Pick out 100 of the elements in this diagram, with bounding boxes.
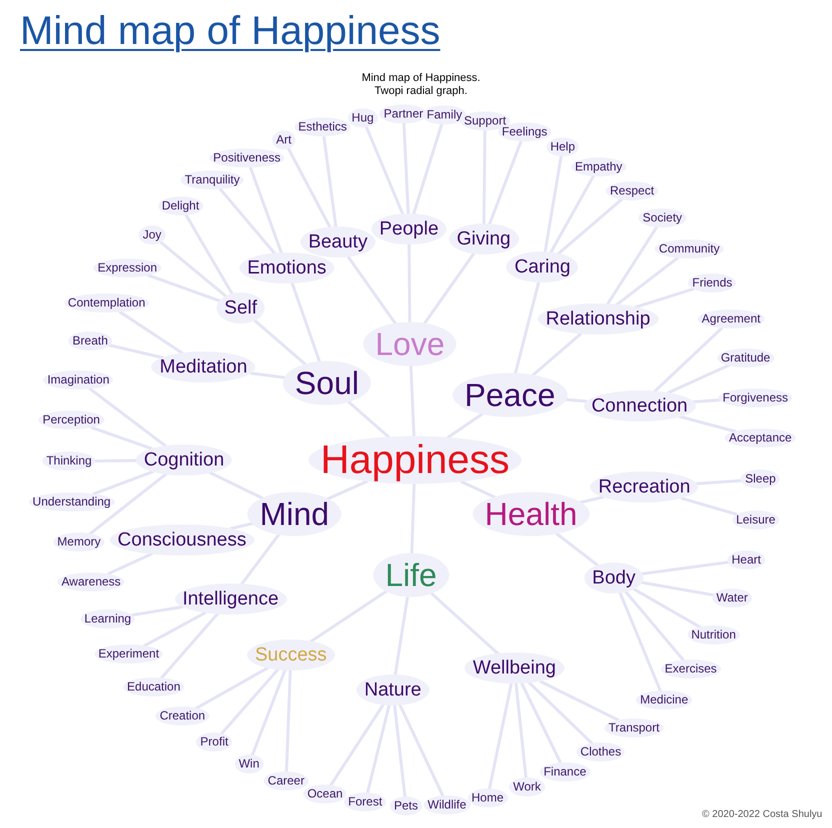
connector-line xyxy=(667,364,730,394)
connector-line xyxy=(641,560,730,576)
connector-line xyxy=(322,134,338,228)
subtopic-bubble: Connection xyxy=(583,390,696,422)
leaf-topic-bubble: Joy xyxy=(138,226,166,245)
connector-line xyxy=(446,412,484,439)
connector-line xyxy=(159,240,228,298)
connector-line xyxy=(634,287,695,309)
subtopic-bubble: Wellbeing xyxy=(464,652,564,684)
connector-line xyxy=(680,496,738,516)
leaf-topic-bubble: Gratitude xyxy=(716,348,774,368)
leaf-topic-bubble: Work xyxy=(509,778,545,797)
connector-line xyxy=(606,226,658,306)
main-topic-bubble: Mind xyxy=(248,492,342,536)
leaf-topic-bubble: Nutrition xyxy=(687,625,740,644)
leaf-topic-bubble: Help xyxy=(546,138,579,157)
connector-line xyxy=(160,612,219,680)
subtopic-bubble: Emotions xyxy=(239,252,334,284)
connector-line xyxy=(195,666,270,710)
connector-line xyxy=(410,482,416,554)
leaf-topic-bubble: Understanding xyxy=(28,492,115,512)
connector-line xyxy=(229,522,254,530)
leaf-topic-bubble: Sleep xyxy=(741,470,780,489)
connector-line xyxy=(290,282,321,363)
connector-line xyxy=(90,426,153,450)
leaf-topic-bubble: Win xyxy=(234,754,264,774)
subtopic-bubble: Relationship xyxy=(538,304,658,335)
connector-line xyxy=(412,123,444,216)
connector-line xyxy=(329,703,385,786)
subtopic-bubble: Recreation xyxy=(590,472,698,503)
connector-line xyxy=(654,326,723,392)
connector-line xyxy=(88,387,167,448)
main-topic-bubble: Love xyxy=(363,322,457,366)
leaf-topic-bubble: Partner xyxy=(380,104,428,124)
leaf-topic-bubble: Exercises xyxy=(660,659,721,678)
connector-line xyxy=(578,496,604,504)
subtopic-bubble: People xyxy=(371,214,447,245)
connector-line xyxy=(460,480,496,498)
subtopic-bubble: Consciousness xyxy=(110,524,254,556)
leaf-topic-bubble: Career xyxy=(264,772,308,791)
leaf-topic-bubble: Empathy xyxy=(570,157,626,176)
main-topic-bubble: Soul xyxy=(282,360,371,405)
leaf-topic-bubble: Breath xyxy=(68,331,112,350)
connector-line xyxy=(240,532,280,586)
leaf-topic-bubble: Experiment xyxy=(94,644,164,664)
connector-line xyxy=(346,256,397,325)
main-topic-bubble: Peace xyxy=(452,373,568,418)
leaf-topic-bubble: Respect xyxy=(606,181,658,200)
connector-line xyxy=(555,532,599,566)
leaf-topic-bubble: Finance xyxy=(540,762,590,782)
leaf-topic-bubble: Wildlife xyxy=(424,795,470,814)
connector-line xyxy=(218,187,276,254)
leaf-topic-bubble: Tranquility xyxy=(180,170,244,190)
leaf-topic-bubble: Hug xyxy=(348,108,378,128)
connector-line xyxy=(528,682,594,745)
connector-line xyxy=(398,704,444,797)
connector-line xyxy=(366,704,391,794)
connector-line xyxy=(549,174,595,254)
connector-line xyxy=(209,471,264,500)
leaf-topic-bubble: Leisure xyxy=(732,510,780,530)
connector-line xyxy=(251,668,286,756)
subtopic-bubble: Beauty xyxy=(300,226,376,258)
connector-line xyxy=(310,590,388,643)
leaf-topic-bubble: Acceptance xyxy=(724,428,796,448)
subtopic-bubble: Success xyxy=(246,639,335,670)
connector-line xyxy=(220,668,280,735)
leaf-topic-bubble: Expression xyxy=(94,258,161,278)
leaf-topic-bubble: Profit xyxy=(196,732,232,752)
graph-caption: Mind map of Happiness. Twopi radial graph. xyxy=(360,72,482,98)
connector-line xyxy=(254,319,306,366)
subtopic-bubble: Intelligence xyxy=(174,584,287,615)
connector-line xyxy=(640,581,716,597)
connector-line xyxy=(394,595,410,676)
connector-line xyxy=(423,252,475,325)
connector-line xyxy=(402,122,410,216)
connector-line xyxy=(539,680,620,722)
leaf-topic-bubble: Clothes xyxy=(576,742,626,762)
connector-line xyxy=(108,344,164,360)
leaf-topic-bubble: Memory xyxy=(53,532,105,552)
leaf-topic-bubble: Ocean xyxy=(303,784,347,804)
connector-line xyxy=(286,147,332,229)
page-title: Mind map of Happiness xyxy=(20,8,440,54)
connector-line xyxy=(92,470,154,496)
leaf-topic-bubble: Friends xyxy=(688,273,736,292)
leaf-topic-bubble: Thinking xyxy=(42,452,96,471)
connector-line xyxy=(326,480,368,500)
connector-line xyxy=(488,682,513,790)
subtopic-bubble: Body xyxy=(584,562,644,594)
leaf-topic-bubble: Society xyxy=(638,208,686,228)
central-topic-bubble: Happiness xyxy=(308,436,522,484)
connector-line xyxy=(618,591,662,692)
leaf-topic-bubble: Art xyxy=(272,130,296,150)
leaf-topic-bubble: Imagination xyxy=(43,370,114,390)
connector-line xyxy=(430,592,500,656)
leaf-topic-bubble: Forest xyxy=(344,792,386,812)
connector-line xyxy=(131,605,184,617)
leaf-topic-bubble: Medicine xyxy=(636,690,692,710)
main-topic-bubble: Life xyxy=(373,552,449,597)
connector-line xyxy=(632,588,702,628)
main-topic-bubble: Health xyxy=(472,492,590,536)
